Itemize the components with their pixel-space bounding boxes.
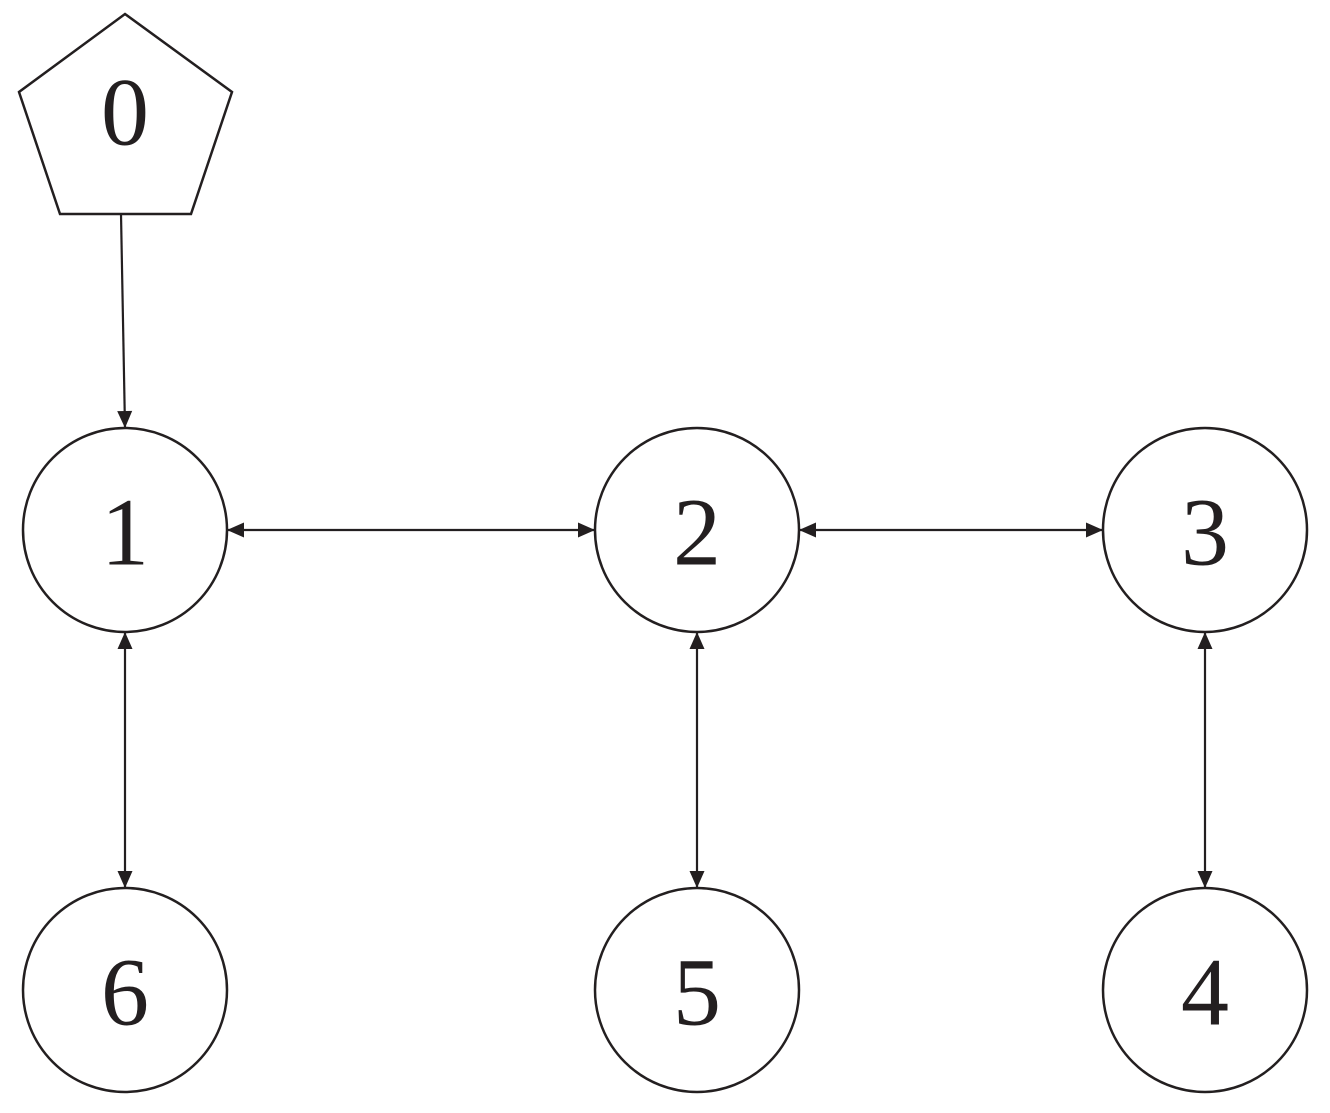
node-4-label: 4 <box>1181 939 1229 1046</box>
node-5-label: 5 <box>673 939 721 1046</box>
node-4-circle <box>1101 886 1309 1094</box>
node-6: 6 <box>21 886 229 1094</box>
edge-3-4 <box>1197 632 1213 888</box>
edge-2-5 <box>689 632 705 888</box>
arrowhead-2-to-3 <box>1086 522 1103 538</box>
edge-1-2 <box>227 522 595 538</box>
edge-2-3 <box>799 522 1103 538</box>
node-0: 0 <box>17 12 234 216</box>
node-1: 1 <box>21 426 229 634</box>
arrowhead-2-to-5 <box>689 871 705 888</box>
node-3: 3 <box>1101 426 1309 634</box>
arrowhead-1-to-6 <box>117 871 133 888</box>
node-0-pentagon <box>17 12 234 216</box>
arrowhead-0-to-1 <box>117 410 133 428</box>
arrowhead-6-to-1 <box>117 632 133 649</box>
node-5: 5 <box>593 886 801 1094</box>
node-2-circle <box>593 426 801 634</box>
node-2: 2 <box>593 426 801 634</box>
edges-layer <box>117 213 1213 888</box>
arrowhead-4-to-3 <box>1197 632 1213 649</box>
edge-line-0-1 <box>119 213 127 429</box>
node-1-circle <box>21 426 229 634</box>
node-5-circle <box>593 886 801 1094</box>
edge-0-1 <box>117 213 133 429</box>
edge-1-6 <box>117 632 133 888</box>
node-3-label: 3 <box>1181 479 1229 586</box>
node-1-label: 1 <box>101 479 149 586</box>
arrowhead-3-to-2 <box>799 522 816 538</box>
node-6-label: 6 <box>101 939 149 1046</box>
node-6-circle <box>21 886 229 1094</box>
node-0-label: 0 <box>101 59 149 166</box>
node-2-label: 2 <box>673 479 721 586</box>
nodes-layer: 0 1 2 3 4 5 6 <box>17 12 1309 1094</box>
node-4: 4 <box>1101 886 1309 1094</box>
arrowhead-3-to-4 <box>1197 871 1213 888</box>
arrowhead-2-to-1 <box>227 522 244 538</box>
node-3-circle <box>1101 426 1309 634</box>
arrowhead-5-to-2 <box>689 632 705 649</box>
arrowhead-1-to-2 <box>578 522 595 538</box>
